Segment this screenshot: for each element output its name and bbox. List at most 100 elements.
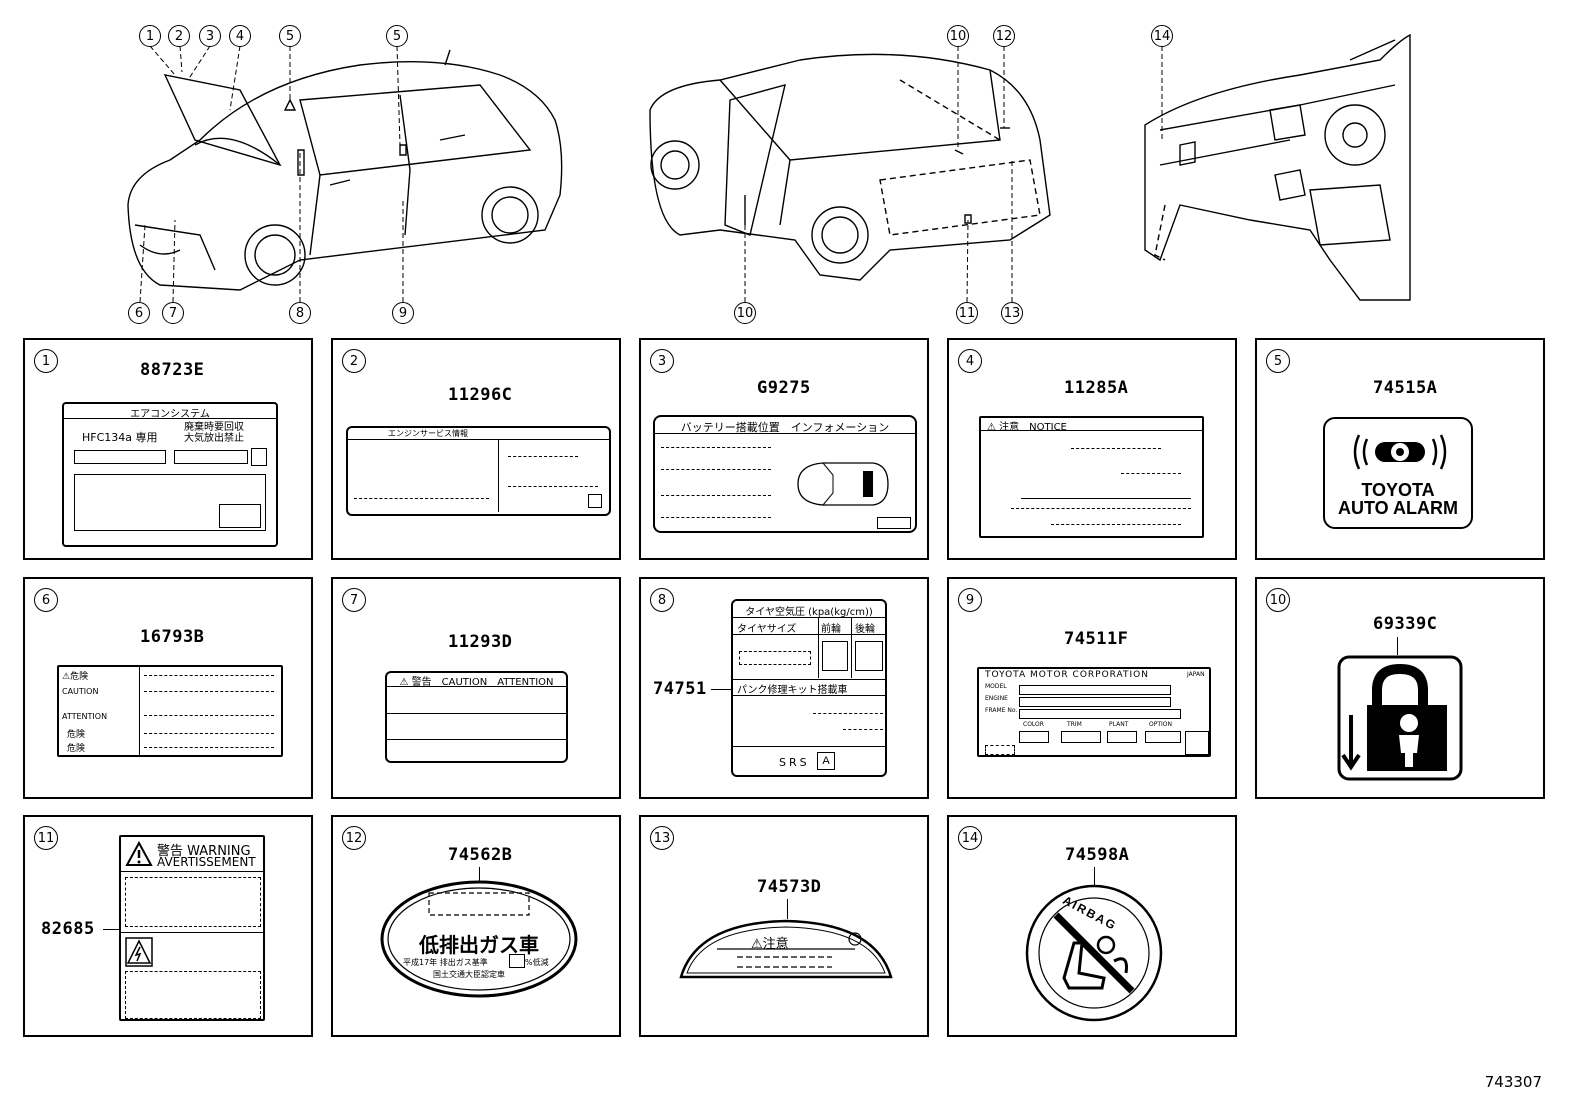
color-text: COLOR: [1023, 721, 1044, 728]
rear-wheel-text: 後輪: [855, 624, 875, 635]
emission-standard-text: 平成17年 排出ガス基準: [403, 958, 488, 967]
tire-title-text: タイヤ空気圧 (kpa(kg/cm)): [733, 603, 885, 618]
plant-text: PLANT: [1109, 721, 1129, 728]
panel-number: 6: [34, 588, 58, 612]
panel-number: 13: [650, 826, 674, 850]
callout-12: 12: [993, 25, 1015, 47]
frame-text: FRAME No.: [985, 707, 1018, 714]
part-number: 69339C: [1373, 614, 1438, 634]
battery-info-label: バッテリー搭載位置 インフォメーション: [653, 415, 917, 533]
label-panel-5: 5 74515A TOYOTA AUTO ALARM: [1255, 338, 1545, 560]
model-text: MODEL: [985, 683, 1007, 690]
low-emission-title: 低排出ガス車: [419, 935, 539, 957]
tire-size-text: タイヤサイズ: [737, 624, 797, 635]
panel-number: 1: [34, 349, 58, 373]
car-topview-icon: [797, 462, 889, 506]
label-panel-4: 4 11285A ⚠ 注意 NOTICE: [947, 338, 1237, 560]
avertissement-text: AVERTISSEMENT: [157, 855, 256, 869]
label-title: エアコンシステム: [64, 405, 276, 420]
panel-number: 4: [958, 349, 982, 373]
label-panel-12: 12 74562B 低排出ガス車 平成17年 排出ガス基準 %低減 国土交通大臣…: [331, 815, 621, 1037]
part-number: 74562B: [448, 845, 513, 865]
low-emission-oval: [380, 880, 578, 998]
figure-id: 743307: [1484, 1073, 1542, 1091]
airbag-warning-icon: [1025, 884, 1163, 1022]
manufacturer-text: TOYOTA MOTOR CORPORATION: [985, 670, 1149, 680]
callout-6: 6: [128, 302, 150, 324]
caution-dome-text: 注意: [762, 937, 789, 952]
hazard-text-2: CAUTION: [62, 687, 99, 696]
caution-dome-title: ⚠注意: [751, 937, 789, 952]
callout-11: 11: [956, 302, 978, 324]
hazard-line-1: ⚠危険: [62, 672, 89, 682]
callout-5-a: 5: [279, 25, 301, 47]
label-panel-2: 2 11296C エンジンサービス情報: [331, 338, 621, 560]
label-panel-3: 3 G9275 バッテリー搭載位置 インフォメーション: [639, 338, 929, 560]
label-panel-6: 6 16793B ⚠危険 CAUTION ATTENTION 危険 危険: [23, 577, 313, 799]
part-number: G9275: [757, 378, 811, 398]
hazard-text-5: 危険: [67, 744, 86, 754]
label-panel-13: 13 74573D ⚠注意: [639, 815, 929, 1037]
panel-number: 3: [650, 349, 674, 373]
warning-label: 警告 WARNING AVERTISSEMENT: [119, 835, 265, 1021]
panel-number: 8: [650, 588, 674, 612]
percent-text: %低減: [525, 958, 549, 967]
caution-title-text: 警告 CAUTION ATTENTION: [411, 677, 554, 688]
srs-text: SRS: [779, 756, 810, 769]
disposal-text-2: 大気放出禁止: [184, 433, 244, 444]
vehicle-overview-illustration: 1 2 3 4 5 5 6 7 8 9 10 12 10 11 13 14: [0, 0, 1592, 335]
trim-text: TRIM: [1067, 721, 1082, 728]
label-panel-7: 7 11293D ⚠ 警告 CAUTION ATTENTION: [331, 577, 621, 799]
panel-number: 10: [1266, 588, 1290, 612]
part-number: 74511F: [1064, 629, 1129, 649]
caution-label: ⚠ 警告 CAUTION ATTENTION: [385, 671, 568, 763]
callout-14: 14: [1151, 25, 1173, 47]
warning-title-text: 警告 WARNING: [157, 844, 251, 859]
callout-8: 8: [289, 302, 311, 324]
option-text: OPTION: [1149, 721, 1172, 728]
label-panel-10: 10 69339C: [1255, 577, 1545, 799]
part-number: 16793B: [140, 627, 205, 647]
label-title: ⚠ 警告 CAUTION ATTENTION: [387, 673, 566, 688]
certified-text: 国土交通大臣認定車: [433, 970, 505, 979]
vehicle-line-drawings: [127, 33, 1411, 303]
callout-5-b: 5: [386, 25, 408, 47]
notice-label: ⚠ 注意 NOTICE: [979, 416, 1204, 538]
callout-10-a: 10: [947, 25, 969, 47]
alarm-siren-icon: [1353, 434, 1447, 470]
alarm-brand-text: TOYOTA: [1361, 480, 1435, 500]
part-number: 88723E: [140, 360, 205, 380]
hazard-text-3: ATTENTION: [62, 712, 108, 721]
panel-number: 9: [958, 588, 982, 612]
label-panel-8: 8 74751 タイヤ空気圧 (kpa(kg/cm)) タイヤサイズ 前輪 後輪…: [639, 577, 929, 799]
front-wheel-text: 前輪: [821, 624, 841, 635]
callout-10-b: 10: [734, 302, 756, 324]
label-panel-9: 9 74511F TOYOTA MOTOR CORPORATION JAPAN …: [947, 577, 1237, 799]
engine-service-label: エンジンサービス情報: [346, 426, 611, 516]
panel-number: 11: [34, 826, 58, 850]
part-number: 82685: [41, 919, 95, 939]
engine-text: ENGINE: [985, 695, 1008, 702]
notice-title-text: 注意 NOTICE: [999, 422, 1067, 433]
part-number: 74515A: [1373, 378, 1438, 398]
tire-pressure-label: タイヤ空気圧 (kpa(kg/cm)) タイヤサイズ 前輪 後輪 パンク修理キッ…: [731, 599, 887, 777]
callout-7: 7: [162, 302, 184, 324]
alarm-title-text: AUTO ALARM: [1338, 498, 1458, 518]
srs-code-box: A: [817, 752, 835, 770]
vehicle-id-label: TOYOTA MOTOR CORPORATION JAPAN MODEL ENG…: [977, 667, 1211, 757]
caution-dome-label: [679, 919, 893, 979]
part-number: 11293D: [448, 632, 513, 652]
label-title: ⚠ 注意 NOTICE: [981, 418, 1202, 433]
callout-13: 13: [1001, 302, 1023, 324]
hazard-text-1: 危険: [70, 672, 89, 682]
label-panel-11: 11 82685 警告 WARNING AVERTISSEMENT: [23, 815, 313, 1037]
callout-4: 4: [229, 25, 251, 47]
country-text: JAPAN: [1187, 671, 1205, 678]
electric-hazard-icon: [125, 937, 153, 967]
callout-1: 1: [139, 25, 161, 47]
disposal-text-1: 廃棄時要回収: [184, 422, 244, 433]
label-title: エンジンサービス情報: [348, 428, 609, 440]
child-lock-icon: [1337, 655, 1463, 781]
part-number: 74751: [653, 679, 707, 699]
panel-number: 7: [342, 588, 366, 612]
